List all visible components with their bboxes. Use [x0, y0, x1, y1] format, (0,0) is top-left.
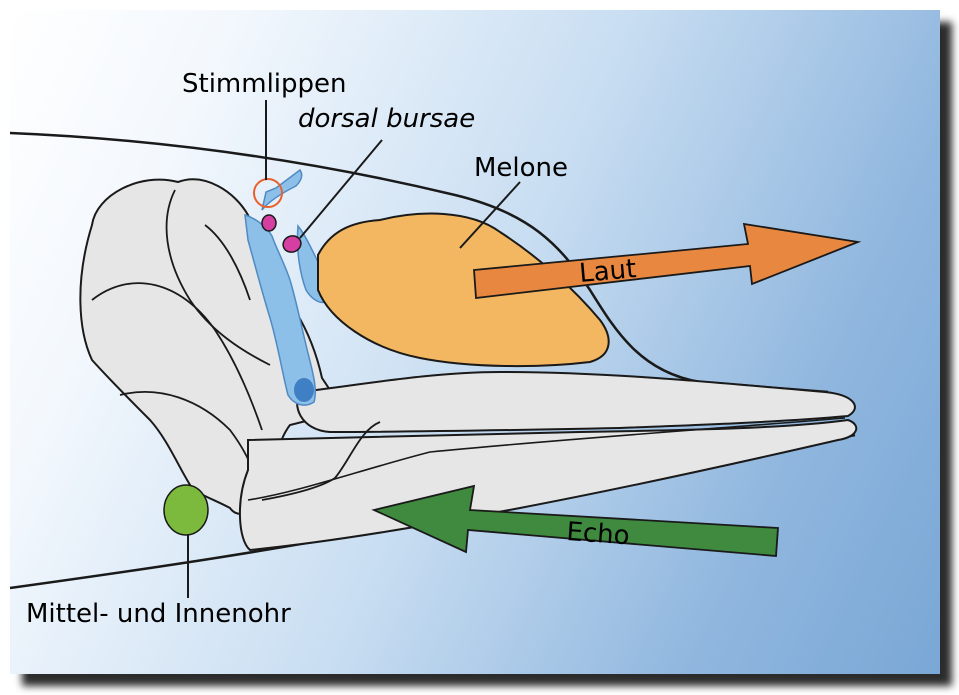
label-ear: Mittel- und Innenohr [26, 599, 291, 629]
dorsal-bursa-small [262, 215, 276, 231]
melon [318, 214, 609, 367]
label-melon: Melone [474, 153, 568, 183]
ear [164, 485, 208, 535]
label-vocal-lips: Stimmlippen [182, 69, 347, 99]
label-echo: Echo [566, 517, 631, 551]
label-sound: Laut [578, 254, 637, 289]
label-dorsal-bursae: dorsal bursae [298, 104, 475, 134]
skull-rostrum [297, 372, 855, 432]
nasal-dark-spot [294, 378, 314, 402]
